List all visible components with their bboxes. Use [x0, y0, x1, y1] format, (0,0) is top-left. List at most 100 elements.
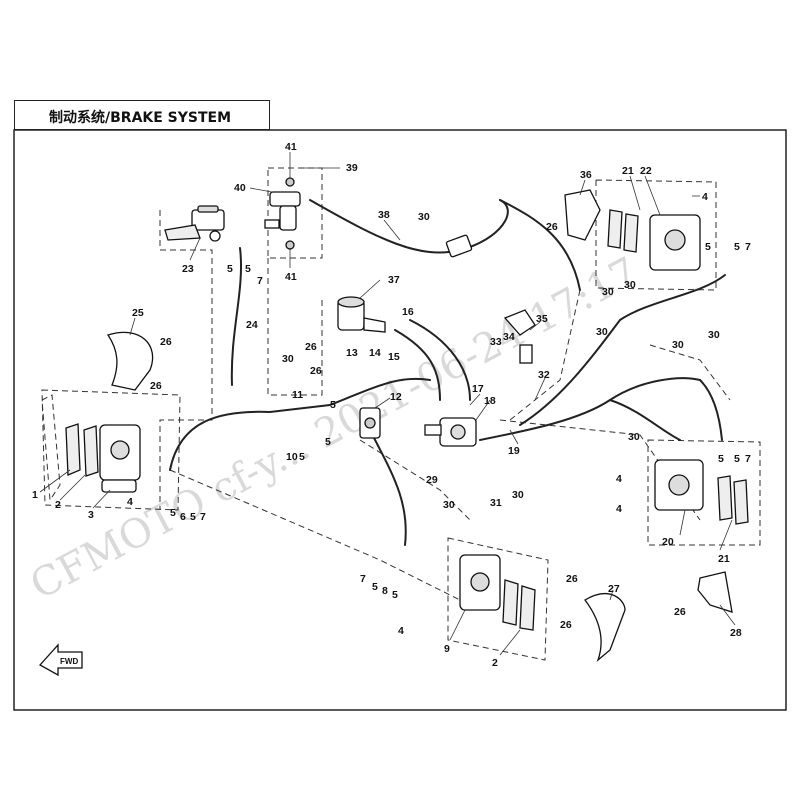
callout-5-front-2: 5	[392, 589, 398, 601]
callout-5-tee: 5	[330, 399, 336, 411]
tee-block-12	[359, 407, 381, 439]
group-outlines	[41, 167, 761, 661]
front-caliper-9	[459, 554, 536, 631]
callout-10: 10	[286, 451, 298, 463]
callout-5-rc-2: 5	[734, 241, 740, 253]
callout-4-front: 4	[398, 625, 404, 637]
proportioning-valve-18	[424, 417, 477, 447]
callout-7-rc: 7	[745, 241, 751, 253]
brake-switch-35	[503, 309, 536, 364]
callout-29: 29	[426, 474, 438, 486]
group-leader-5	[509, 289, 581, 421]
callout-5-tee-3: 5	[325, 436, 331, 448]
callout-2-bottom: 2	[492, 657, 498, 669]
fwd-label: FWD	[60, 657, 78, 666]
master-cylinder-23	[164, 205, 225, 242]
cable-38	[309, 199, 509, 254]
line-16	[409, 319, 471, 401]
callout-30-mid: 30	[282, 353, 294, 365]
callout-35: 35	[536, 313, 548, 325]
callout-30-e: 30	[708, 329, 720, 341]
line-rear-upper	[519, 274, 726, 426]
callout-26-res: 26	[305, 341, 317, 353]
callout-30-cable: 30	[418, 211, 430, 223]
callout-5-rc: 5	[705, 241, 711, 253]
callout-32: 32	[538, 369, 550, 381]
callout-20: 20	[662, 536, 674, 548]
callout-5-tee-2: 5	[299, 451, 305, 463]
callout-6: 6	[180, 511, 186, 523]
callout-26-res-2: 26	[310, 365, 322, 377]
title-box: 制动系统/BRAKE SYSTEM	[14, 100, 270, 130]
guard-25	[106, 331, 154, 391]
group-leader-6	[649, 344, 731, 401]
callout-28: 28	[730, 627, 742, 639]
callout-leaders	[39, 152, 736, 656]
callout-30-a: 30	[624, 279, 636, 291]
rear-right-lower-group	[647, 439, 761, 546]
callout-17: 17	[472, 383, 484, 395]
callout-5-mc-2: 5	[245, 263, 251, 275]
callout-1: 1	[32, 489, 38, 501]
callout-15: 15	[388, 351, 400, 363]
line-rear-mid	[609, 399, 681, 441]
callout-5-mc: 5	[227, 263, 233, 275]
callout-21-bot: 21	[718, 553, 730, 565]
line-11	[329, 377, 431, 406]
brake-lines	[169, 199, 726, 546]
callout-26-fg-2: 26	[560, 619, 572, 631]
callout-41: 41	[285, 141, 297, 153]
connector-38	[445, 234, 473, 258]
callout-25: 25	[132, 307, 144, 319]
group-leader-7	[359, 439, 471, 521]
callout-22: 22	[640, 165, 652, 177]
callout-30-pv: 30	[512, 489, 524, 501]
callout-21-top: 21	[622, 165, 634, 177]
callout-40: 40	[234, 182, 246, 194]
switch-bracket-39	[264, 177, 301, 250]
rear-caliper-22	[607, 209, 701, 271]
callout-4-left: 4	[127, 496, 133, 508]
callout-numbers: 41 39 40 41 23 5 5 7 24 38 30 25 26 26 3…	[32, 141, 751, 669]
rear-right-upper-group	[595, 179, 717, 291]
callout-5-rr-2: 5	[734, 453, 740, 465]
guard-27	[584, 593, 626, 663]
callout-34: 34	[503, 331, 515, 343]
callout-33: 33	[490, 336, 502, 348]
callout-8: 8	[382, 585, 388, 597]
left-caliper-3	[65, 423, 141, 493]
callout-14: 14	[369, 347, 381, 359]
group-leader-2	[159, 210, 213, 510]
line-front	[369, 429, 407, 546]
callout-38: 38	[378, 209, 390, 221]
callout-16: 16	[402, 306, 414, 318]
callout-7-mc: 7	[257, 275, 263, 287]
fwd-arrow-icon: FWD	[38, 643, 83, 677]
callout-41-lower: 41	[285, 271, 297, 283]
callout-24: 24	[246, 319, 258, 331]
left-caliper-side	[41, 394, 61, 502]
line-19	[479, 377, 701, 441]
callout-5-rr: 5	[718, 453, 724, 465]
line-rear-lower	[699, 379, 723, 441]
callout-4-rr-1: 4	[616, 473, 622, 485]
callout-30-b: 30	[602, 286, 614, 298]
group-leader-1	[267, 258, 323, 396]
front-caliper-group	[447, 537, 549, 661]
callout-5-front-1: 5	[372, 581, 378, 593]
callout-26-fg: 26	[566, 573, 578, 585]
callout-37: 37	[388, 274, 400, 286]
callout-39: 39	[346, 162, 358, 174]
callout-27: 27	[608, 583, 620, 595]
callout-23: 23	[182, 263, 194, 275]
callout-2-left: 2	[55, 499, 61, 511]
callout-19: 19	[508, 445, 520, 457]
callout-26-rg-2: 26	[674, 606, 686, 618]
callout-31: 31	[490, 497, 502, 509]
line-left	[169, 404, 331, 471]
guard-36	[564, 189, 601, 241]
callout-4-rr-2: 4	[616, 503, 622, 515]
callout-4-top: 4	[702, 191, 708, 203]
guard-28	[697, 571, 733, 613]
